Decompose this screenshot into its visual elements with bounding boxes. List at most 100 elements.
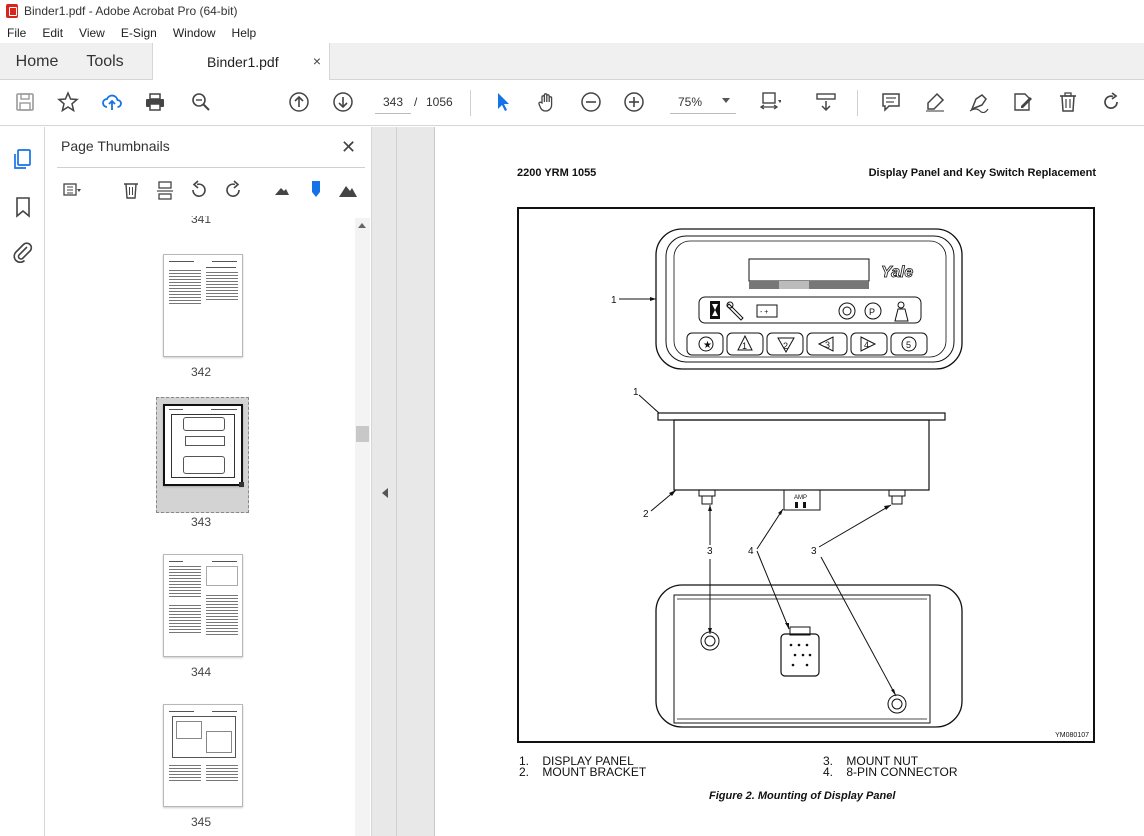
rotate-left-icon[interactable] [188, 179, 210, 201]
zoom-value: 75% [678, 94, 703, 109]
thumbnail-size-slider-icon[interactable] [305, 179, 327, 201]
thumbnail-page-342[interactable] [163, 254, 243, 357]
thumbnail-scrollbar[interactable] [355, 218, 370, 836]
cloud-upload-icon[interactable] [100, 90, 124, 114]
thumbnail-page-345[interactable] [163, 704, 243, 807]
rotate-icon[interactable] [1099, 90, 1123, 114]
panel-buttons [686, 332, 928, 356]
panel-close-icon[interactable]: ✕ [341, 137, 357, 157]
amp-label: AMP [794, 495, 807, 501]
figure-code: YM080107 [1055, 732, 1089, 739]
page-number-input[interactable]: 343 [375, 90, 411, 114]
delete-page-icon[interactable] [120, 179, 142, 201]
panel-divider [57, 167, 365, 168]
menu-view[interactable]: View [79, 25, 105, 40]
tab-document[interactable]: Binder1.pdf × [152, 43, 330, 81]
menu-help[interactable]: Help [231, 25, 257, 40]
svg-text:- +: - + [760, 309, 768, 316]
tab-document-label: Binder1.pdf [207, 54, 279, 70]
crop-page-icon[interactable] [154, 179, 176, 201]
svg-text:4: 4 [864, 340, 869, 350]
scrollbar-thumb[interactable] [356, 426, 369, 442]
thumbnails-panel: Page Thumbnails ✕ 341 342 [45, 127, 372, 836]
pdf-page: 2200 YRM 1055 Display Panel and Key Swit… [434, 127, 1144, 836]
left-rail [0, 127, 45, 836]
toolbar-divider [857, 90, 858, 116]
legend-item-4: 4. 8-PIN CONNECTOR [823, 765, 958, 779]
thumbnail-page-343[interactable] [163, 404, 244, 487]
thumbnail-small-icon[interactable] [271, 179, 293, 201]
viewer-divider [396, 127, 397, 836]
title-bar: Binder1.pdf - Adobe Acrobat Pro (64-bit) [0, 0, 1144, 22]
callout-1a: 1 [611, 295, 617, 306]
thumbnail-label: 344 [190, 665, 212, 679]
save-icon[interactable] [13, 90, 37, 114]
callout-2: 2 [643, 509, 649, 520]
callout-3a: 3 [707, 546, 713, 557]
menu-file[interactable]: File [7, 25, 27, 40]
highlight-icon[interactable] [923, 90, 947, 114]
zoom-out-icon[interactable] [579, 90, 603, 114]
legend-item-1: 1. DISPLAY PANEL [519, 754, 634, 768]
page-header-right: Display Panel and Key Switch Replacement [868, 167, 1096, 179]
legend-item-3: 3. MOUNT NUT [823, 754, 919, 768]
thumbnail-label: 343 [190, 515, 212, 529]
menu-edit[interactable]: Edit [42, 25, 64, 40]
menu-esign[interactable]: E-Sign [120, 25, 157, 40]
scroll-up-icon[interactable] [358, 223, 366, 228]
main-toolbar [0, 80, 1144, 126]
bookmark-star-icon[interactable] [56, 90, 80, 114]
zoom-search-icon[interactable] [189, 90, 213, 114]
window-title: Binder1.pdf - Adobe Acrobat Pro (64-bit) [24, 4, 238, 18]
callout-3b: 3 [811, 546, 817, 557]
next-page-icon[interactable] [331, 90, 355, 114]
thumbnail-label: 341 [190, 216, 212, 226]
panel-title: Page Thumbnails [61, 138, 170, 154]
svg-text:1: 1 [742, 341, 747, 351]
page-thumbnails-icon[interactable] [11, 147, 35, 171]
scroll-mode-icon[interactable] [814, 90, 838, 114]
tab-bar: Home Tools Binder1.pdf × [0, 43, 1144, 81]
zoom-select[interactable]: 75% [670, 90, 736, 114]
figure-caption: Figure 2. Mounting of Display Panel [709, 790, 896, 802]
page-total: 1056 [426, 95, 453, 109]
tab-close-icon[interactable]: × [312, 53, 321, 69]
bookmark-icon[interactable] [11, 195, 35, 219]
edit-text-icon[interactable] [1011, 90, 1035, 114]
tab-home[interactable]: Home [15, 52, 59, 70]
yale-logo: Yale [881, 264, 913, 281]
figure-frame: Yale - + P [517, 207, 1095, 743]
svg-text:3: 3 [825, 340, 830, 350]
menu-bar: File Edit View E-Sign Window Help [0, 22, 1144, 43]
svg-text:★: ★ [703, 340, 712, 351]
callout-4: 4 [748, 546, 754, 557]
toolbar-divider [470, 90, 471, 116]
print-icon[interactable] [143, 90, 167, 114]
thumbnail-page-344[interactable] [163, 554, 243, 657]
svg-text:2: 2 [783, 341, 788, 351]
thumbnail-label: 345 [190, 815, 212, 829]
acrobat-icon [6, 4, 18, 18]
callout-1b: 1 [633, 387, 639, 398]
page-separator: / [414, 95, 418, 109]
comment-icon[interactable] [879, 90, 903, 114]
rotate-right-icon[interactable] [222, 179, 244, 201]
page-fit-icon[interactable] [758, 90, 782, 114]
hand-tool-icon[interactable] [535, 90, 559, 114]
attachment-icon[interactable] [11, 240, 35, 264]
svg-text:P: P [869, 307, 875, 317]
select-cursor-icon[interactable] [491, 90, 515, 114]
zoom-in-icon[interactable] [622, 90, 646, 114]
collapse-panel-icon[interactable] [382, 488, 388, 498]
thumbnail-large-icon[interactable] [337, 179, 359, 201]
previous-page-icon[interactable] [287, 90, 311, 114]
draw-pen-icon[interactable] [967, 90, 991, 114]
menu-window[interactable]: Window [172, 25, 216, 40]
page-header-left: 2200 YRM 1055 [517, 167, 597, 179]
tab-tools[interactable]: Tools [86, 52, 124, 70]
display-panel-drawing: Yale - + P [611, 228, 963, 728]
svg-text:5: 5 [906, 340, 911, 350]
delete-trash-icon[interactable] [1056, 90, 1080, 114]
thumbnail-options-icon[interactable] [61, 179, 83, 201]
thumbnail-label: 342 [190, 365, 212, 379]
